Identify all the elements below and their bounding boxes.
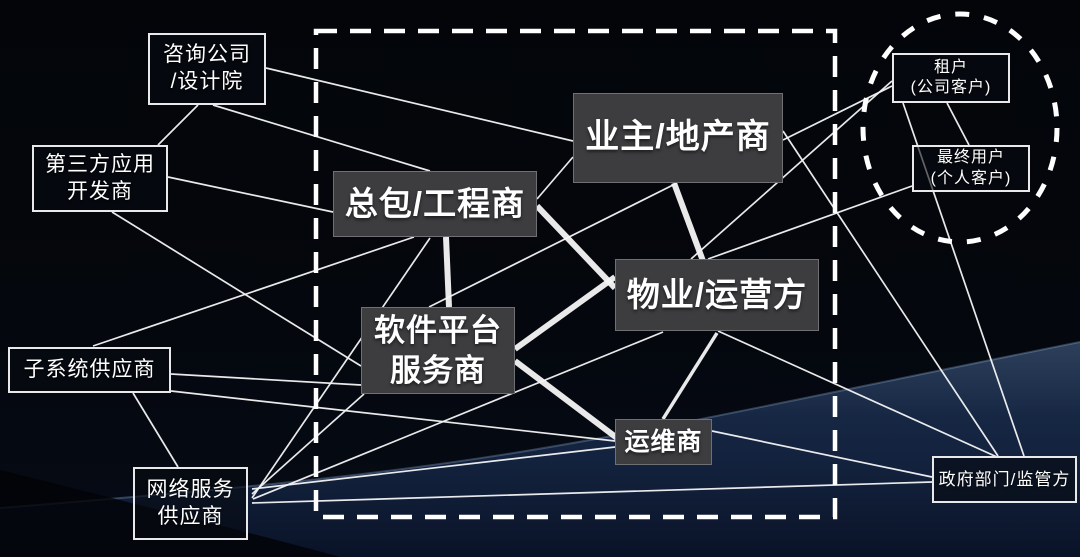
edge-software-om (513, 358, 619, 441)
node-third_party-label-line: 第三方应用 (45, 152, 155, 176)
node-consulting-label-line: /设计院 (170, 70, 244, 93)
node-property-label-line: 物业/运营方 (626, 275, 808, 313)
edge-owner-property (671, 181, 706, 263)
node-software-label-line: 服务商 (390, 352, 486, 388)
node-contractor: 总包/工程商 (333, 171, 537, 237)
node-enduser-label-line: 最终用户 (936, 149, 1005, 167)
edge-contractor-software (443, 236, 452, 308)
edge-network-om (251, 446, 616, 490)
node-owner: 业主/地产商 (573, 93, 783, 183)
edge-consulting-contractor (212, 104, 431, 172)
edge-subsystem-om (170, 390, 616, 442)
node-om: 运维商 (615, 419, 712, 465)
edge-third_party-contractor (167, 176, 334, 213)
edge-subsystem-network (132, 392, 179, 468)
node-gov: 政府部门/监管方 (932, 456, 1077, 503)
node-tenant-label-line: 租户 (933, 58, 968, 76)
edge-owner-gov (782, 130, 999, 457)
edge-subsystem-contractor (92, 236, 415, 347)
node-third_party-label-line: 开发商 (67, 179, 133, 203)
edge-network-gov (251, 481, 933, 504)
edge-property-gov (717, 330, 998, 458)
edge-om-gov (711, 430, 933, 478)
edge-owner-tenant (782, 85, 893, 141)
dashed-boundary-rect (313, 28, 838, 520)
node-subsystem-label-line: 子系统供应商 (23, 357, 156, 381)
edge-lines (92, 67, 1025, 504)
node-owner-label-line: 业主/地产商 (585, 118, 771, 157)
node-tenant-label-line: (公司客户) (910, 79, 992, 96)
edge-network-property (252, 331, 664, 500)
edge-consulting-third_party (157, 104, 199, 146)
dashed-customer-circle (860, 11, 1060, 245)
node-om-label-line: 运维商 (624, 428, 703, 456)
edge-third_party-software (111, 211, 362, 367)
edge-subsystem-software (170, 373, 362, 386)
node-network: 网络服务供应商 (133, 467, 248, 540)
node-enduser-label-line: (个人客户) (930, 169, 1012, 187)
edge-om-property (661, 332, 719, 420)
edge-contractor-property (534, 203, 618, 291)
edge-network-software (251, 393, 365, 495)
boundary-shapes (313, 11, 1060, 520)
node-enduser: 最终用户 (个人客户) (912, 145, 1030, 192)
node-contractor-label-line: 总包/工程商 (344, 184, 526, 222)
node-software-label-line: 软件平台 (374, 312, 502, 348)
edge-contractor-owner (536, 156, 574, 200)
edge-software-property (513, 274, 617, 352)
edge-software-owner (428, 182, 678, 308)
edge-property-tenant (690, 80, 893, 260)
node-consulting: 咨询公司/设计院 (148, 33, 266, 105)
node-subsystem: 子系统供应商 (8, 347, 171, 393)
node-network-label-line: 网络服务 (146, 477, 235, 501)
edge-tenant-enduser (946, 102, 970, 146)
node-network-label-line: 供应商 (157, 504, 224, 528)
node-third_party: 第三方应用开发商 (32, 145, 168, 212)
edge-consulting-owner (265, 67, 574, 142)
node-gov-label-line: 政府部门/监管方 (938, 469, 1071, 489)
node-property: 物业/运营方 (615, 259, 819, 331)
edge-property-enduser (707, 185, 913, 260)
node-software: 软件平台服务商 (361, 307, 515, 394)
node-consulting-label-line: 咨询公司 (163, 43, 251, 67)
node-tenant: 租户 (公司客户) (892, 53, 1010, 103)
edge-network-contractor (251, 237, 431, 499)
